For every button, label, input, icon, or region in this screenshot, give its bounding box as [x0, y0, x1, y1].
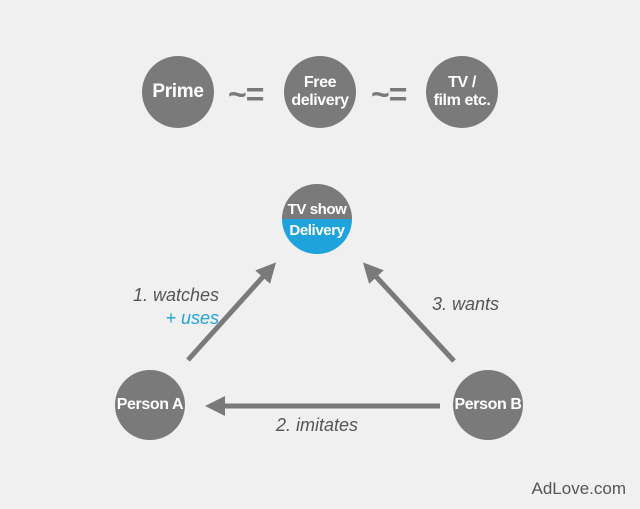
arrow-person-a-to-center — [186, 262, 277, 362]
imitates-label: 2. imitates — [276, 415, 359, 435]
tv-film-label-line-2: film etc. — [433, 92, 491, 109]
person-b-label: Person B — [454, 395, 522, 413]
delivery-half: Delivery — [282, 219, 352, 254]
prime-label: Prime — [152, 81, 204, 103]
person-a-node: Person A — [115, 370, 185, 440]
tv-show-half: TV show — [282, 184, 352, 219]
tv-film-node: TV / film etc. — [426, 56, 498, 128]
person-a-label: Person A — [116, 395, 184, 413]
delivery-label: Delivery — [289, 222, 345, 239]
uses-text: + uses — [165, 307, 220, 328]
approx-equal-symbol-1: ~= — [228, 76, 264, 112]
arrow-person-b-to-center — [362, 262, 456, 363]
tv-show-label: TV show — [287, 201, 347, 218]
wants-label: 3. wants — [432, 294, 500, 314]
approx-equal-symbol-2: ~= — [371, 76, 407, 112]
free-delivery-node: Free delivery — [284, 56, 356, 128]
free-delivery-label-line-1: Free — [303, 73, 337, 91]
watches-label: 1. watches + uses — [133, 284, 219, 329]
tv-show-delivery-node: TV show Delivery — [282, 184, 352, 254]
brand-watermark: AdLove.com — [531, 479, 627, 498]
watches-text: 1. watches — [133, 285, 220, 305]
tv-film-label-line-1: TV / — [448, 73, 476, 91]
prime-node: Prime — [142, 56, 214, 128]
person-b-node: Person B — [453, 370, 523, 440]
free-delivery-label-line-2: delivery — [291, 92, 349, 109]
